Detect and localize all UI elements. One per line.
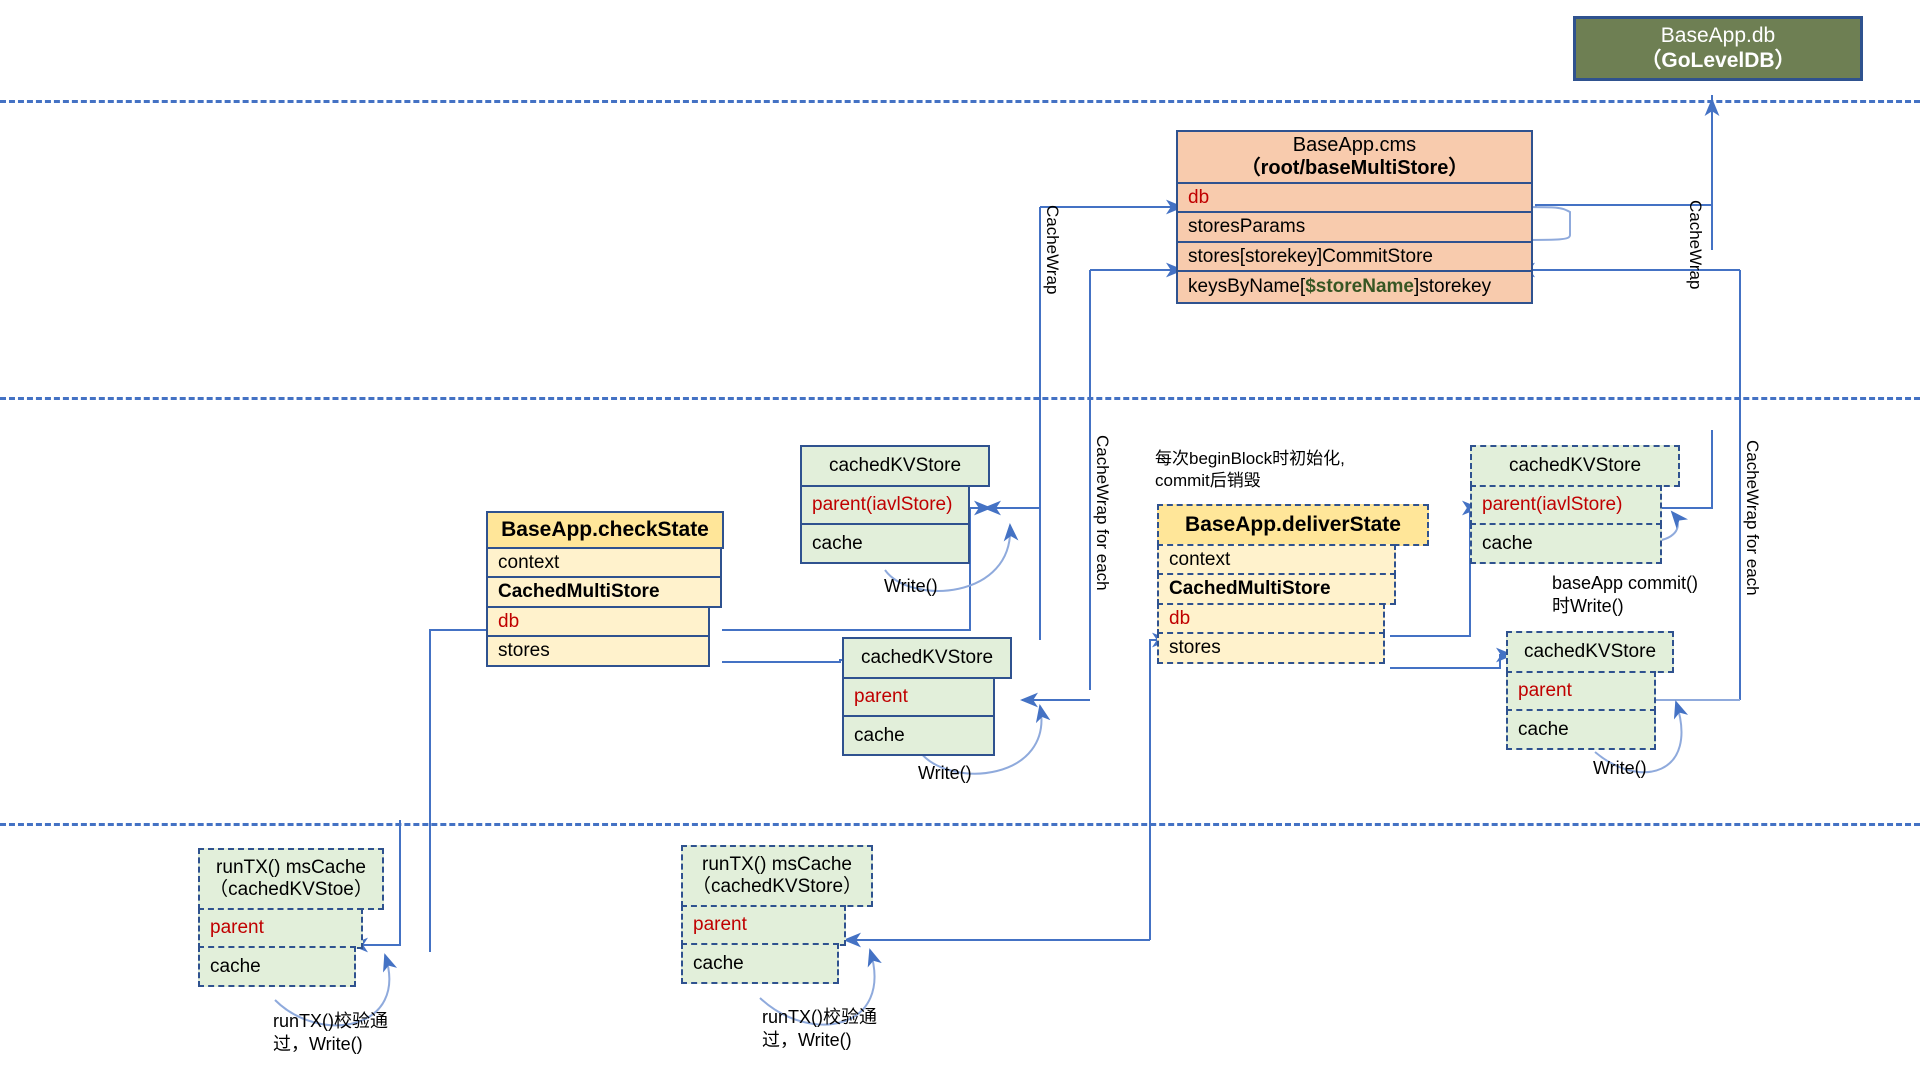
kv-check-top-cache[interactable]: cache <box>800 523 970 564</box>
kv-deliver-top-cache[interactable]: cache <box>1470 523 1662 564</box>
keysbyname-suffix: ]storekey <box>1413 276 1492 298</box>
kv-check-top-write-label: Write() <box>884 576 938 596</box>
kv-deliver-top-title: cachedKVStore <box>1470 445 1680 487</box>
kv-deliver-bottom-write-label: Write() <box>1593 758 1647 778</box>
deliverstate-field-db[interactable]: db <box>1157 602 1385 635</box>
kv-check-bottom-write-label: Write() <box>918 763 972 783</box>
baseapp-cms-box[interactable]: BaseApp.cms （root/baseMultiStore） db sto… <box>1176 130 1533 304</box>
runtx-deliver-parent[interactable]: parent <box>681 904 846 946</box>
runtx-check-cache[interactable]: cache <box>198 946 356 987</box>
cachewrap-label-right: CacheWrap <box>1686 200 1705 290</box>
baseapp-db-line2: （GoLevelDB） <box>1640 48 1796 72</box>
cms-field-storesparams[interactable]: storesParams <box>1176 211 1533 243</box>
runtx-deliver-title: runTX() msCache （cachedKVStore） <box>681 845 873 907</box>
separator-line-1 <box>0 100 1920 103</box>
cms-field-keysbyname[interactable]: keysByName[$storeName]storekey <box>1176 270 1533 304</box>
checkstate-header: BaseApp.checkState <box>486 511 724 549</box>
checkstate-field-db[interactable]: db <box>486 605 710 638</box>
kvstore-check-bottom-box[interactable]: cachedKVStore parent cache <box>842 637 1012 756</box>
separator-line-3 <box>0 823 1920 826</box>
runtx-deliver-cache[interactable]: cache <box>681 943 839 984</box>
runtx-check-title: runTX() msCache （cachedKVStoe） <box>198 848 384 910</box>
deliverstate-header: BaseApp.deliverState <box>1157 504 1429 546</box>
kv-deliver-bottom-cache[interactable]: cache <box>1506 709 1656 750</box>
kv-deliver-top-parent[interactable]: parent(iavlStore) <box>1470 484 1662 526</box>
checkstate-box[interactable]: BaseApp.checkState context CachedMultiSt… <box>486 511 724 667</box>
cachewrap-for-each-label-right: CacheWrap for each <box>1743 440 1762 596</box>
kv-check-bottom-title: cachedKVStore <box>842 637 1012 679</box>
kv-check-top-title: cachedKVStore <box>800 445 990 487</box>
baseapp-db-line1: BaseApp.db <box>1660 24 1776 48</box>
deliverstate-box[interactable]: BaseApp.deliverState context CachedMulti… <box>1157 504 1429 664</box>
baseapp-db-box[interactable]: BaseApp.db （GoLevelDB） <box>1573 16 1863 81</box>
cms-field-stores[interactable]: stores[storekey]CommitStore <box>1176 240 1533 273</box>
checkstate-field-cachedmultistore[interactable]: CachedMultiStore <box>486 576 722 608</box>
runtx-check-parent[interactable]: parent <box>198 907 363 949</box>
kvstore-deliver-top-box[interactable]: cachedKVStore parent(iavlStore) cache <box>1470 445 1680 564</box>
keysbyname-prefix: keysByName[ <box>1188 276 1306 298</box>
runtx-deliver-write-label: runTX()校验通 过，Write() <box>762 1007 878 1050</box>
runtx-deliver-box[interactable]: runTX() msCache （cachedKVStore） parent c… <box>681 845 873 984</box>
deliverstate-note: 每次beginBlock时初始化, commit后销毁 <box>1155 449 1345 491</box>
kv-deliver-bottom-parent[interactable]: parent <box>1506 670 1656 712</box>
kvstore-check-top-box[interactable]: cachedKVStore parent(iavlStore) cache <box>800 445 990 564</box>
runtx-check-box[interactable]: runTX() msCache （cachedKVStoe） parent ca… <box>198 848 384 987</box>
kvstore-deliver-bottom-box[interactable]: cachedKVStore parent cache <box>1506 631 1674 750</box>
checkstate-field-context[interactable]: context <box>486 546 722 579</box>
cachewrap-label-left: CacheWrap <box>1043 205 1062 295</box>
kv-check-top-parent[interactable]: parent(iavlStore) <box>800 484 970 526</box>
cachewrap-for-each-label-left: CacheWrap for each <box>1093 435 1112 591</box>
cms-title-line2: （root/baseMultiStore） <box>1240 157 1469 179</box>
cms-title: BaseApp.cms （root/baseMultiStore） <box>1176 130 1533 184</box>
separator-line-2 <box>0 397 1920 400</box>
kv-deliver-top-write-label: baseApp commit() 时Write() <box>1552 573 1699 616</box>
deliverstate-field-cachedmultistore[interactable]: CachedMultiStore <box>1157 573 1396 605</box>
deliverstate-field-stores[interactable]: stores <box>1157 632 1385 664</box>
cms-title-line1: BaseApp.cms <box>1292 134 1417 156</box>
deliverstate-field-context[interactable]: context <box>1157 543 1396 576</box>
checkstate-field-stores[interactable]: stores <box>486 635 710 667</box>
keysbyname-storename: $storeName <box>1305 276 1414 298</box>
runtx-check-write-label: runTX()校验通 过，Write() <box>273 1011 389 1054</box>
kv-check-bottom-parent[interactable]: parent <box>842 676 995 718</box>
kv-deliver-bottom-title: cachedKVStore <box>1506 631 1674 673</box>
kv-check-bottom-cache[interactable]: cache <box>842 715 995 756</box>
cms-field-db[interactable]: db <box>1176 181 1533 214</box>
